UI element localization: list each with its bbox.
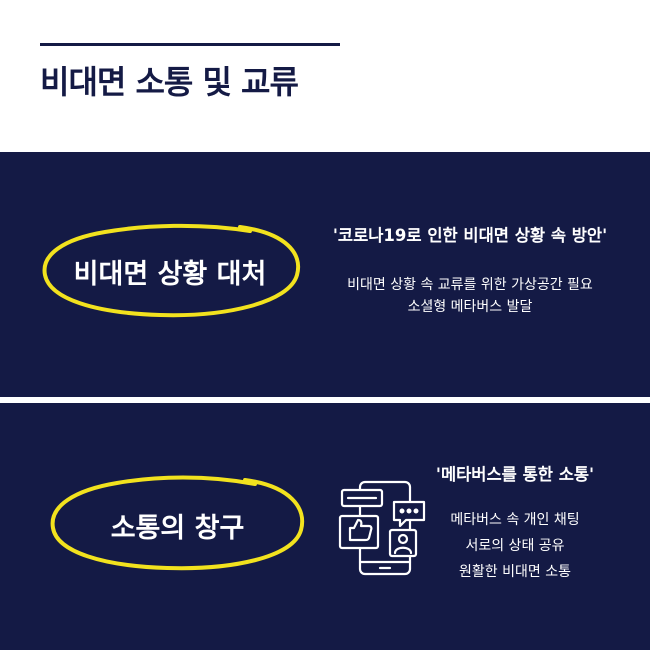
section2-line-1: 메타버스 속 개인 채팅 [450, 512, 580, 528]
yellow-ellipse-icon [50, 475, 305, 571]
section2-quote: '메타버스를 통한 소통' [435, 465, 595, 484]
badge-communication-channel: 소통의 창구 [45, 464, 310, 579]
section2-line-2: 서로의 상태 공유 [465, 538, 565, 554]
section1-text-block: '코로나19로 인한 비대면 상황 속 방안' 비대면 상황 속 교류를 위한 … [305, 222, 635, 318]
section1-quote: '코로나19로 인한 비대면 상황 속 방안' [332, 226, 608, 245]
section2-line-3: 원활한 비대면 소통 [459, 564, 571, 580]
section1-line-1: 비대면 상황 속 교류를 위한 가상공간 필요 [347, 277, 593, 293]
section1-line-2: 소셜형 메타버스 발달 [407, 299, 533, 315]
section-noncontact-response [0, 152, 650, 397]
section-divider [0, 397, 650, 403]
badge-label: 비대면 상황 대처 [73, 258, 267, 290]
yellow-ellipse-icon [42, 223, 301, 318]
badge-label: 소통의 창구 [110, 513, 245, 544]
section-communication-channel [0, 403, 650, 650]
phone-chat-icon [336, 478, 428, 578]
page-title: 비대면 소통 및 교류 [40, 63, 299, 101]
section2-text-block: '메타버스를 통한 소통' 메타버스 속 개인 채팅 서로의 상태 공유 원활한… [415, 461, 615, 585]
title-underline-rule [40, 43, 340, 46]
badge-noncontact-response: 비대면 상황 대처 [35, 213, 305, 325]
